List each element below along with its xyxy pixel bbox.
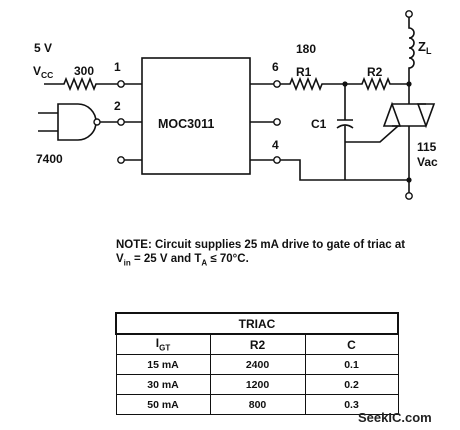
- triac-triangles: [382, 101, 436, 129]
- r1-label: R1: [296, 65, 312, 79]
- table-row: 30 mA 1200 0.2: [115, 374, 399, 395]
- load-label: ZL: [418, 39, 432, 56]
- cell-igt: 50 mA: [115, 394, 211, 415]
- table-title: TRIAC: [115, 312, 399, 335]
- junction-r1-r2: [342, 81, 348, 87]
- circuit-note: NOTE: Circuit supplies 25 mA drive to ga…: [116, 238, 436, 270]
- capacitor-c1: [336, 84, 354, 180]
- cell-c: 0.2: [304, 374, 399, 395]
- cell-c: 0.1: [304, 354, 399, 375]
- nand-inputs: [38, 112, 58, 132]
- header-r2: R2: [209, 333, 306, 355]
- terminal-pin6: [273, 80, 281, 88]
- pin4-return-wire: [280, 159, 409, 181]
- terminal-pin3: [117, 156, 125, 164]
- header-igt: IGT: [115, 333, 211, 355]
- resistor-r1-zigzag: [280, 76, 345, 92]
- gate-part-label: 7400: [36, 152, 63, 166]
- terminal-line-bottom: [405, 192, 413, 200]
- nand-output-bubble: [93, 118, 101, 126]
- nand-gate-symbol: [57, 103, 97, 141]
- table-row: 15 mA 2400 0.1: [115, 354, 399, 375]
- cell-igt: 15 mA: [115, 354, 211, 375]
- resistor-300-zigzag: [44, 76, 118, 92]
- ic-right-pins: [250, 83, 274, 161]
- cell-r2: 800: [209, 394, 306, 415]
- terminal-load-top: [405, 10, 413, 18]
- pin-6-label: 6: [272, 60, 279, 74]
- cell-r2: 2400: [209, 354, 306, 375]
- resistor-r2-zigzag: [345, 76, 409, 92]
- triac-plates: [392, 103, 426, 127]
- moc3011-box: [141, 57, 251, 175]
- terminal-pin2: [117, 118, 125, 126]
- r1-value-label: 180: [296, 42, 316, 56]
- pin-4-label: 4: [272, 138, 279, 152]
- site-credit: SeekIC.com: [358, 410, 432, 425]
- load-zl-coil: [408, 14, 415, 104]
- cell-c: 0.3: [304, 394, 399, 415]
- header-c: C: [304, 333, 399, 355]
- r2-label: R2: [367, 65, 383, 79]
- vcc-label: VCC: [33, 64, 53, 80]
- supply-voltage-label: 5 V: [34, 41, 52, 55]
- c1-label: C1: [311, 117, 327, 131]
- junction-r2-triac: [406, 81, 412, 87]
- terminal-pin4: [273, 156, 281, 164]
- junction-return: [406, 177, 412, 183]
- triac-gate-wire: [345, 125, 399, 143]
- note-line-2: Vin = 25 V and TA ≤ 70°C.: [116, 253, 249, 268]
- triac-table: TRIAC IGT R2 C 15 mA 2400 0.1 30 mA 1200…: [115, 312, 399, 415]
- pin-1-label: 1: [114, 60, 121, 74]
- resistor-300-label: 300: [74, 64, 94, 78]
- pin-2-label: 2: [114, 99, 121, 113]
- terminal-pin1: [117, 80, 125, 88]
- line-voltage-unit: Vac: [417, 155, 438, 169]
- opto-part-label: MOC3011: [158, 117, 214, 131]
- line-voltage-label: 115: [417, 140, 437, 154]
- cell-r2: 1200: [209, 374, 306, 395]
- note-line-1: NOTE: Circuit supplies 25 mA drive to ga…: [116, 239, 406, 251]
- cell-igt: 30 mA: [115, 374, 211, 395]
- terminal-pin5: [273, 118, 281, 126]
- table-row: 50 mA 800 0.3: [115, 394, 399, 415]
